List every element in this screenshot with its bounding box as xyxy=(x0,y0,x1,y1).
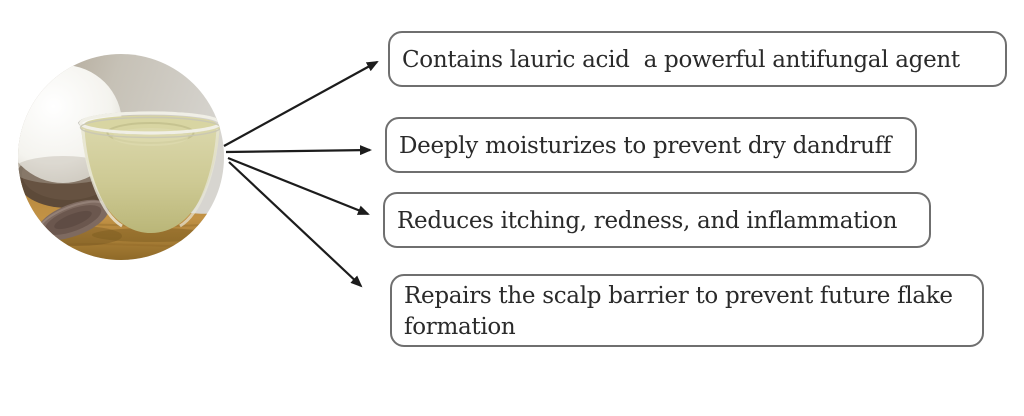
arrow-to-benefit-1 xyxy=(223,61,379,147)
benefit-box-3: Reduces itching, redness, and inflammati… xyxy=(383,192,931,248)
arrow-to-benefit-2 xyxy=(225,145,372,156)
wooden-spoon-illustration xyxy=(30,199,122,246)
arrow-to-benefit-4 xyxy=(228,161,363,288)
benefit-box-2: Deeply moisturizes to prevent dry dandru… xyxy=(385,117,917,173)
photo-illustration xyxy=(18,54,224,260)
arrow-to-benefit-3 xyxy=(227,156,370,216)
benefit-text-1: Contains lauric acid a powerful antifung… xyxy=(402,46,960,73)
benefit-box-4: Repairs the scalp barrier to prevent fut… xyxy=(390,274,984,347)
benefit-text-2: Deeply moisturizes to prevent dry dandru… xyxy=(399,132,892,159)
coconut-oil-photo xyxy=(18,54,224,260)
benefit-text-3: Reduces itching, redness, and inflammati… xyxy=(397,207,898,234)
benefit-text-4: Repairs the scalp barrier to prevent fut… xyxy=(404,282,953,340)
benefit-box-1: Contains lauric acid a powerful antifung… xyxy=(388,31,1007,87)
